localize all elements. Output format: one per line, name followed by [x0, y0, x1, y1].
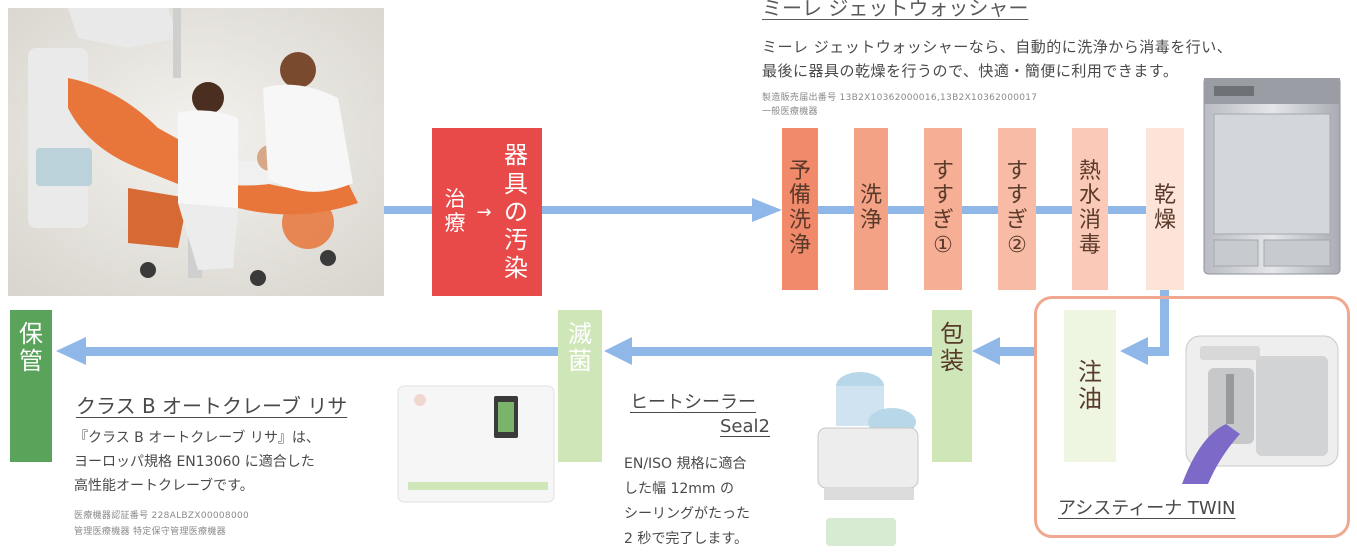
- contamination-label: 器 具 の 汚 染: [504, 141, 528, 283]
- autoclave-title: クラス B オートクレーブ リサ: [76, 394, 348, 418]
- arrow-left-icon: [972, 337, 1000, 365]
- heat-sealer-image: [806, 368, 924, 554]
- step-prewash: 予備洗浄: [782, 128, 818, 290]
- step-packing: 包装: [932, 310, 972, 462]
- arrow-right-icon: [752, 198, 782, 222]
- arrow-right-icon: →: [476, 201, 492, 223]
- assistina-image: [1180, 316, 1342, 486]
- sealer-title: ヒートシーラー: [630, 392, 756, 413]
- assistina-frame: [1034, 296, 1350, 538]
- step-sterilization: 滅菌: [558, 310, 602, 462]
- dental-treatment-photo: [8, 8, 384, 296]
- step-storage: 保管: [10, 310, 52, 462]
- autoclave-reg-line1: 医療機器認証番号 228ALBZX00008000: [74, 511, 250, 521]
- autoclave-image: [384, 376, 558, 512]
- autoclave-reg-line2: 管理医療機器 特定保守管理医療機器: [74, 527, 226, 537]
- autoclave-desc: 『クラス B オートクレーブ リサ』は、 ヨーロッパ規格 EN13060 に適合…: [74, 430, 320, 494]
- step-thermal-disinfection: 熱水消毒: [1072, 128, 1108, 290]
- washer-reg-line2: 一般医療機器: [762, 107, 818, 117]
- arrow-down-icon: [1120, 337, 1148, 365]
- sealer-desc: EN/ISO 規格に適合 した幅 12mm の シーリングがたった 2 秒で完了…: [624, 456, 750, 547]
- step-dry: 乾燥: [1146, 128, 1184, 290]
- washer-title: ミーレ ジェットウォッシャー: [762, 0, 1029, 20]
- washer-desc-line2: 最後に器具の乾燥を行うので、快適・簡便に利用できます。: [762, 62, 1179, 80]
- treatment-label: 治 療: [444, 187, 466, 235]
- washer-reg-line1: 製造販売届出番号 13B2X10362000016,13B2X103620000…: [762, 93, 1038, 103]
- step-oiling: 注油: [1064, 310, 1116, 462]
- sealer-subtitle: Seal2: [720, 416, 770, 437]
- step-wash: 洗浄: [854, 128, 888, 290]
- assistina-label: アシスティーナ TWIN: [1058, 498, 1236, 519]
- jet-washer-image: [1200, 77, 1344, 278]
- treatment-contamination-box: 治 療 → 器 具 の 汚 染: [432, 128, 542, 296]
- washer-desc-line1: ミーレ ジェットウォッシャーなら、自動的に洗浄から消毒を行い、: [762, 38, 1233, 56]
